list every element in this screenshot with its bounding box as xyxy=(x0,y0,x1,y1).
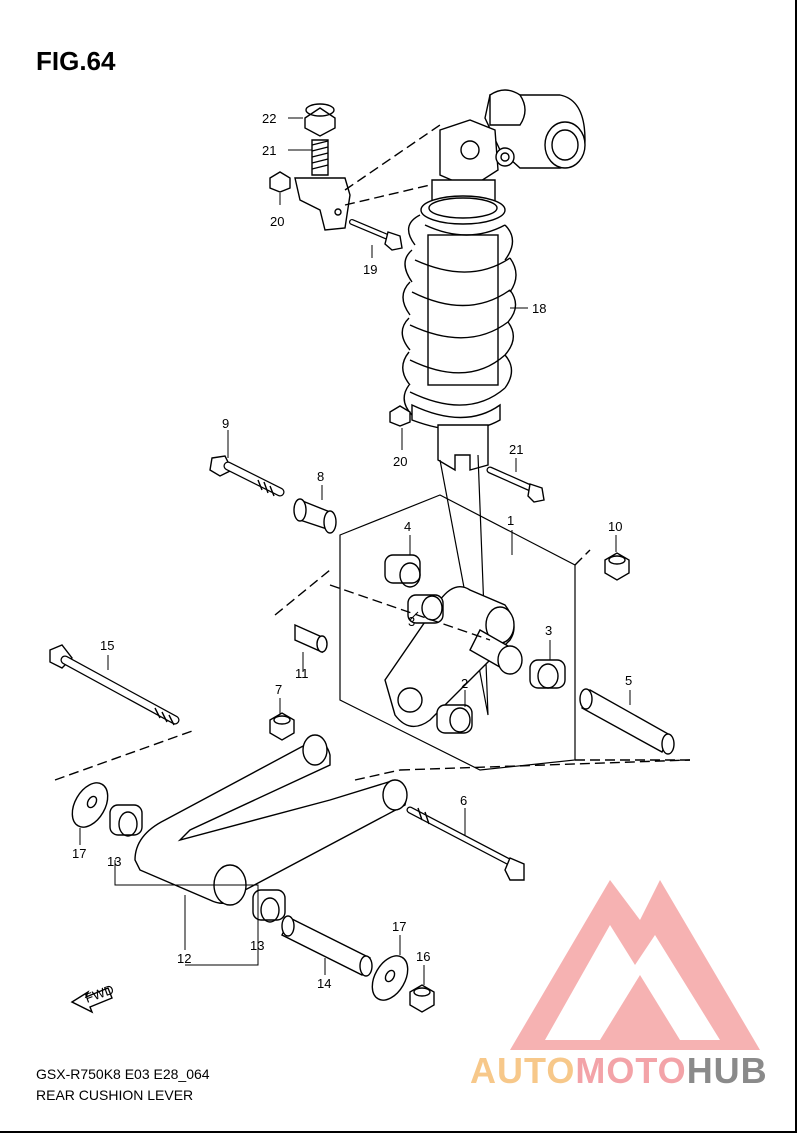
callout-23: 22 xyxy=(262,111,276,126)
callout-9: 9 xyxy=(222,416,229,431)
bolt-6 xyxy=(406,806,525,881)
callout-5: 5 xyxy=(625,673,632,688)
callout-8: 8 xyxy=(317,469,324,484)
nut-20-top xyxy=(269,171,291,193)
callout-20-bottom: 20 xyxy=(393,454,407,469)
watermark-hub: HUB xyxy=(686,1050,768,1091)
callout-22: 21 xyxy=(262,143,276,158)
bearing-3b xyxy=(529,659,566,689)
nut-7 xyxy=(269,712,295,741)
spacer-5 xyxy=(579,688,675,755)
cushion-lever xyxy=(384,586,523,728)
callout-3b: 3 xyxy=(545,623,552,638)
watermark-logo xyxy=(510,880,760,1050)
callout-1: 1 xyxy=(507,513,514,528)
spacer-14 xyxy=(281,915,373,977)
washer-17-left xyxy=(71,782,109,828)
watermark-moto: MOTO xyxy=(575,1050,687,1091)
washer-17-right xyxy=(371,955,409,1001)
bolt-21 xyxy=(486,466,545,503)
callout-17-right: 17 xyxy=(392,919,406,934)
watermark-auto: AUTO xyxy=(470,1050,576,1091)
callout-15: 15 xyxy=(100,638,114,653)
callout-21: 21 xyxy=(509,442,523,457)
callout-10: 10 xyxy=(608,519,622,534)
callout-19: 19 xyxy=(363,262,377,277)
callout-14: 14 xyxy=(317,976,331,991)
callout-11: 11 xyxy=(295,666,309,681)
watermark-text: AUTOMOTOHUB xyxy=(470,1050,768,1092)
figure-title: FIG.64 xyxy=(36,46,116,76)
spacer-11 xyxy=(294,623,328,654)
callout-13-left: 13 xyxy=(107,854,121,869)
callout-4: 4 xyxy=(404,519,411,534)
leader-lines xyxy=(79,117,631,985)
callout-7: 7 xyxy=(275,682,282,697)
callout-12: 12 xyxy=(177,951,191,966)
nut-10 xyxy=(604,552,630,581)
bearing-13-left xyxy=(109,804,143,837)
upper-bracket xyxy=(294,103,351,231)
callout-2: 2 xyxy=(461,676,468,691)
bearing-2 xyxy=(436,704,473,734)
cushion-rod xyxy=(134,734,408,906)
spacer-8 xyxy=(293,498,337,534)
shock-absorber xyxy=(401,89,586,472)
callout-6: 6 xyxy=(460,793,467,808)
model-code: GSX-R750K8 E03 E28_064 xyxy=(36,1066,210,1082)
callout-labels: 22 21 20 19 18 20 21 9 8 4 1 10 3 3 11 2… xyxy=(72,111,632,1006)
bearing-13-right xyxy=(252,889,286,923)
fwd-arrow-icon xyxy=(70,987,113,1014)
nut-20-bottom xyxy=(389,405,411,427)
figure-caption: REAR CUSHION LEVER xyxy=(36,1087,194,1103)
callout-17-left: 17 xyxy=(72,846,86,861)
bolt-19 xyxy=(349,219,403,251)
callout-18: 18 xyxy=(532,301,546,316)
callout-3a: 3 xyxy=(408,614,415,629)
bolt-9 xyxy=(209,455,285,497)
bolt-15 xyxy=(49,644,180,726)
callout-16: 16 xyxy=(416,949,430,964)
callout-20-top: 20 xyxy=(270,214,284,229)
callout-13-right: 13 xyxy=(250,938,264,953)
nut-16 xyxy=(409,984,435,1013)
bearing-4 xyxy=(384,554,421,588)
